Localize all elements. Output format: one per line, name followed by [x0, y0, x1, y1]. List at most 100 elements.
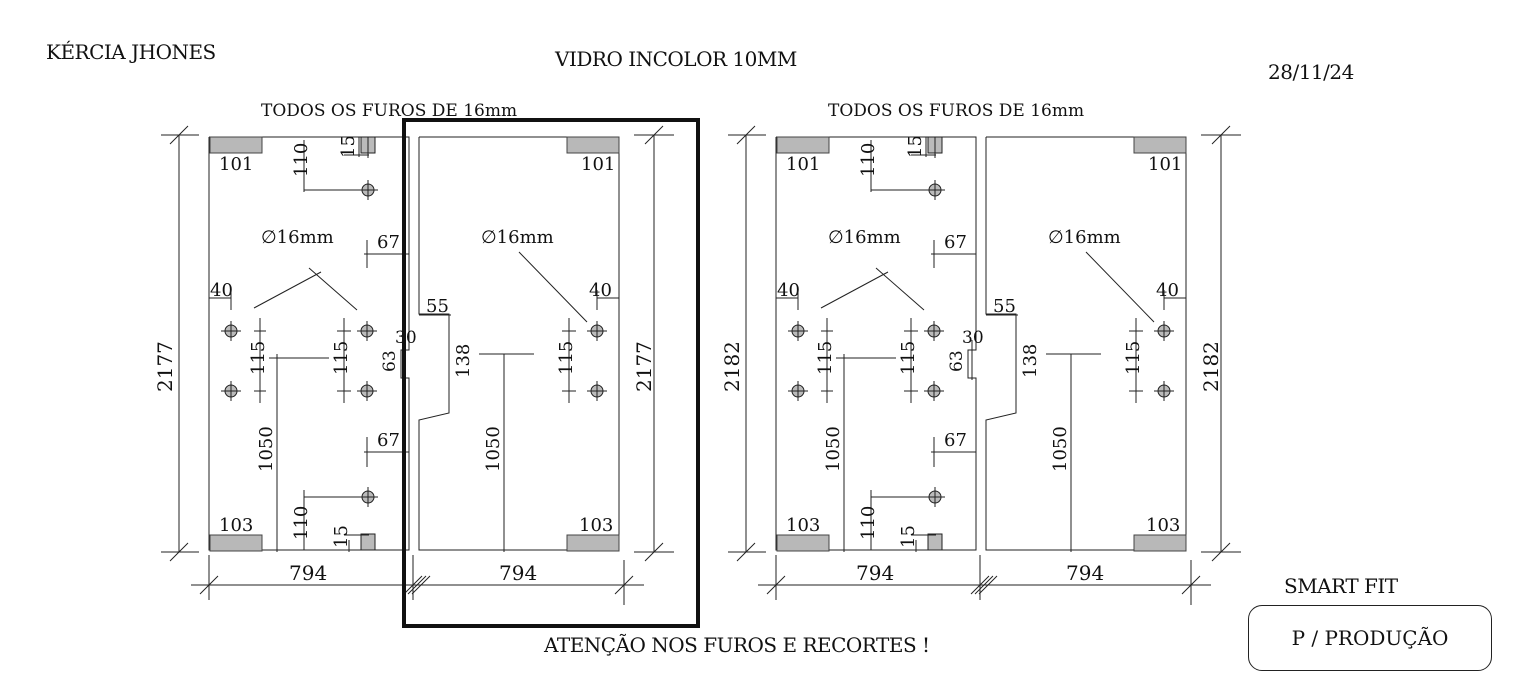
leader-line [1085, 251, 1155, 323]
set1-right-top-block-label: 101 [581, 154, 615, 175]
set1-holes-note: TODOS OS FUROS DE 16mm [261, 101, 517, 121]
set2-bottom-notch-hole [927, 533, 943, 551]
set2-d115-left: 115 [815, 341, 836, 375]
set2-holes-note: TODOS OS FUROS DE 16mm [828, 101, 1084, 121]
dim-tick [766, 575, 786, 595]
warning-text: ATENÇÃO NOS FUROS E RECORTES ! [544, 633, 930, 657]
set1-height-label-right: 2177 [632, 341, 656, 392]
set2-right-hole-label: ∅16mm [1048, 227, 1121, 248]
hinge-block [776, 534, 830, 552]
dim-tick [199, 575, 219, 595]
set1-d115-left: 115 [248, 341, 269, 375]
set1-height-label-left: 2177 [153, 341, 177, 392]
set1-d138: 138 [453, 344, 474, 378]
set2-d30: 30 [962, 328, 984, 348]
dim-tick [169, 125, 189, 145]
hinge-block [566, 534, 620, 552]
set2-d67-bot: 67 [944, 430, 967, 451]
set1-d115-right-panel: 115 [556, 341, 577, 375]
set1-d15-bot: 15 [331, 525, 352, 548]
hinge-block [566, 136, 620, 154]
set2-left-panel-outline [775, 136, 977, 551]
set1-left-width-label: 794 [289, 561, 327, 585]
material-title: VIDRO INCOLOR 10MM [555, 47, 797, 71]
dim-tick [978, 575, 998, 595]
dim-tick [970, 575, 990, 595]
set1-d55: 55 [426, 296, 449, 317]
dim-tick [614, 575, 634, 595]
set1-left-hole-label: ∅16mm [261, 227, 334, 248]
leader-line [253, 271, 322, 309]
hinge-block [209, 534, 263, 552]
set2-d55: 55 [993, 296, 1016, 317]
set1-d40-right: 40 [589, 280, 612, 301]
set1-d115-right: 115 [331, 341, 352, 375]
set1-d40-left: 40 [210, 280, 233, 301]
leader-line [518, 251, 588, 323]
client-name: KÉRCIA JHONES [46, 40, 216, 64]
set2-right-width-label: 794 [1066, 561, 1104, 585]
set2-d1050-right: 1050 [1050, 426, 1071, 472]
dim-tick [1181, 575, 1201, 595]
highlight-box [402, 118, 700, 628]
set1-d67-bot: 67 [377, 430, 400, 451]
set2-d138: 138 [1020, 344, 1041, 378]
set2-left-bottom-block-label: 103 [786, 515, 820, 536]
set2-left-top-block-label: 101 [786, 154, 820, 175]
dim-tick [736, 125, 756, 145]
leader-line [820, 271, 889, 309]
set2-height-label-right: 2182 [1199, 341, 1223, 392]
company-name: SMART FIT [1284, 574, 1398, 598]
hinge-block [776, 136, 830, 154]
set2-d40-left: 40 [777, 280, 800, 301]
set1-right-hole-label: ∅16mm [481, 227, 554, 248]
dim-tick [736, 542, 756, 562]
set1-d1050-right: 1050 [483, 426, 504, 472]
leader-line [875, 267, 925, 311]
set1-d1050-left: 1050 [256, 426, 277, 472]
set1-d67-top: 67 [377, 232, 400, 253]
set2-right-panel-outline [985, 136, 1187, 551]
set1-d15-top: 15 [338, 135, 359, 158]
date: 28/11/24 [1268, 60, 1354, 84]
hinge-block [209, 136, 263, 154]
leader-line [308, 267, 358, 311]
hinge-block [1133, 534, 1187, 552]
dim-tick [411, 575, 431, 595]
hinge-block [1133, 136, 1187, 154]
dim-tick [1211, 542, 1231, 562]
dim-tick [644, 542, 664, 562]
set2-d110-top: 110 [858, 143, 879, 177]
dim-tick [403, 575, 423, 595]
set2-d115-right-panel: 115 [1123, 341, 1144, 375]
dim-tick [1211, 125, 1231, 145]
set2-left-hole-label: ∅16mm [828, 227, 901, 248]
set1-left-panel-outline [208, 136, 410, 551]
set2-d115-right: 115 [898, 341, 919, 375]
production-stamp: P / PRODUÇÃO [1248, 605, 1492, 671]
set2-height-label-left: 2182 [720, 341, 744, 392]
set2-left-width-label: 794 [856, 561, 894, 585]
set2-d40-right: 40 [1156, 280, 1179, 301]
set2-d15-top: 15 [905, 135, 926, 158]
set1-d110-bot: 110 [291, 506, 312, 540]
set1-bottom-notch-hole [360, 533, 376, 551]
stamp-label: P / PRODUÇÃO [1291, 626, 1449, 650]
set2-right-top-block-label: 101 [1148, 154, 1182, 175]
dim-tick [169, 542, 189, 562]
set2-d63: 63 [947, 350, 967, 372]
set1-left-top-block-label: 101 [219, 154, 253, 175]
set1-right-panel-outline [418, 136, 620, 551]
set2-d67-top: 67 [944, 232, 967, 253]
set2-d1050-left: 1050 [823, 426, 844, 472]
set1-d110-top: 110 [291, 143, 312, 177]
set2-right-bottom-block-label: 103 [1146, 515, 1180, 536]
set1-left-bottom-block-label: 103 [219, 515, 253, 536]
set1-right-width-label: 794 [499, 561, 537, 585]
set2-d15-bot: 15 [898, 525, 919, 548]
set1-d63: 63 [380, 350, 400, 372]
set2-d110-bot: 110 [858, 506, 879, 540]
set1-right-bottom-block-label: 103 [579, 515, 613, 536]
dim-tick [644, 125, 664, 145]
